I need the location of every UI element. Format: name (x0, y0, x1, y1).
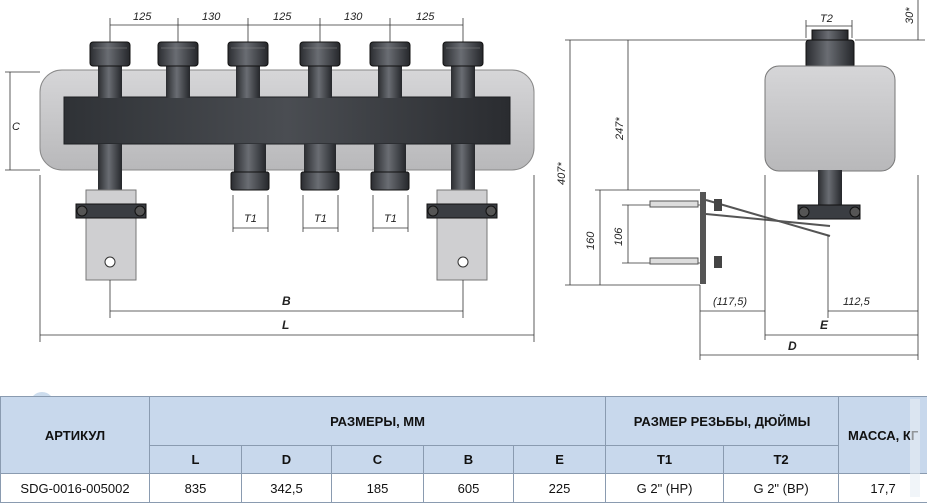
side-view: 407* 247* 160 106 30* T2 (556, 0, 925, 360)
technical-drawing: 125 130 125 130 125 T1 T1 (0, 0, 927, 390)
thread-label-t1-a: T1 (244, 213, 257, 225)
dim-130-a: 130 (202, 11, 221, 23)
dim-160-label: 160 (585, 231, 597, 250)
dim-b-label: B (282, 294, 291, 308)
cell-article: SDG-0016-005002 (1, 474, 150, 503)
dim-130-b: 130 (344, 11, 363, 23)
cell-c: 185 (332, 474, 424, 503)
dim-125-a: 125 (133, 11, 152, 23)
cell-e: 225 (514, 474, 606, 503)
dim-30-label: 30* (904, 7, 916, 24)
dim-e-label: E (820, 318, 829, 332)
table-row: SDG-0016-005002 835 342,5 185 605 225 G … (1, 474, 927, 503)
dim-t2-label: T2 (820, 13, 833, 25)
dim-l-label: L (282, 318, 289, 332)
subheader-t2: T2 (724, 446, 839, 474)
dim-247-label: 247* (614, 117, 626, 141)
spec-table: АРТИКУЛ РАЗМЕРЫ, ММ РАЗМЕР РЕЗЬБЫ, ДЮЙМЫ… (0, 396, 927, 503)
cell-t1: G 2" (НР) (606, 474, 724, 503)
dim-117-5-label: (117,5) (713, 296, 747, 308)
cell-t2: G 2" (ВР) (724, 474, 839, 503)
front-view: 125 130 125 130 125 T1 T1 (5, 11, 534, 342)
site-watermark (904, 395, 926, 501)
header-dimensions: РАЗМЕРЫ, ММ (150, 397, 606, 446)
subheader-l: L (150, 446, 242, 474)
subheader-e: E (514, 446, 606, 474)
cell-l: 835 (150, 474, 242, 503)
dim-106-label: 106 (613, 227, 625, 246)
cell-b: 605 (424, 474, 514, 503)
subheader-t1: T1 (606, 446, 724, 474)
dim-125-b: 125 (273, 11, 292, 23)
subheader-b: B (424, 446, 514, 474)
dim-d-label: D (788, 339, 797, 353)
anchor-bolts (650, 199, 722, 268)
header-thread-size: РАЗМЕР РЕЗЬБЫ, ДЮЙМЫ (606, 397, 839, 446)
side-header-box (765, 66, 895, 171)
header-article: АРТИКУЛ (1, 397, 150, 474)
subheader-d: D (242, 446, 332, 474)
dim-125-c: 125 (416, 11, 435, 23)
dim-c-label: C (12, 121, 20, 133)
dim-112-5-label: 112,5 (843, 296, 871, 308)
thread-label-t1-c: T1 (384, 213, 397, 225)
dim-407-label: 407* (556, 162, 568, 185)
header-bar (64, 97, 510, 144)
thread-label-t1-b: T1 (314, 213, 327, 225)
bottom-nozzles (231, 144, 409, 190)
cell-d: 342,5 (242, 474, 332, 503)
subheader-c: C (332, 446, 424, 474)
